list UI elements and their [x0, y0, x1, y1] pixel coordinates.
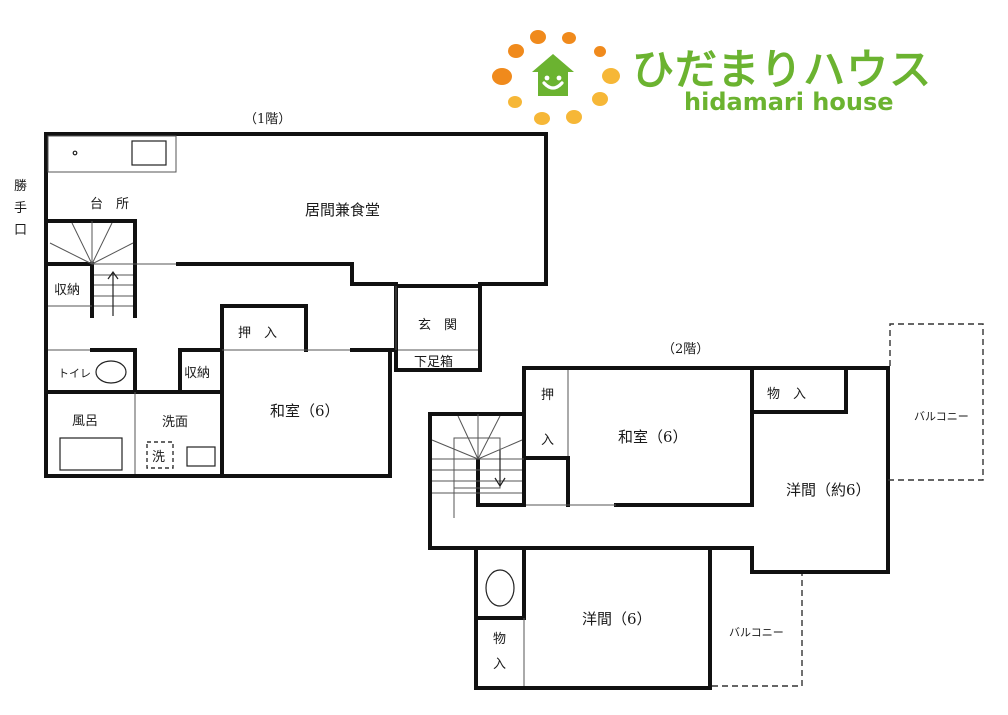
toilet-bowl-icon — [95, 360, 127, 384]
kitchen-counter — [47, 135, 177, 173]
closet-2f-label-bottom: 入 — [541, 433, 554, 448]
closet-2f-label-top: 押 — [541, 388, 554, 403]
japanese-room-2f-label: 和室（6） — [618, 428, 688, 446]
closet-wall — [522, 456, 570, 507]
logo-dot — [594, 46, 606, 57]
stair-line — [49, 242, 93, 265]
floor-1-outer-wall — [44, 132, 548, 478]
western-room-label: 洋間（6） — [582, 610, 652, 628]
bath-label: 風呂 — [72, 414, 98, 429]
balcony-right-outline — [888, 323, 984, 481]
washroom-label: 洗面 — [162, 415, 188, 430]
bathtub-icon — [59, 437, 123, 471]
side-entrance-label-1: 勝 — [14, 179, 27, 194]
stair-wall — [46, 219, 137, 318]
balcony-right-label: バルコニー — [914, 410, 969, 423]
stair-up-arrow — [107, 270, 119, 280]
washer-outline — [146, 441, 174, 469]
sink-icon — [131, 140, 167, 166]
logo-dot — [530, 30, 546, 44]
storage-bottom-label-bottom: 入 — [493, 657, 506, 672]
living-wall — [350, 262, 398, 352]
storage-mid-label: 収納 — [184, 366, 210, 381]
toilet-wall — [90, 348, 137, 394]
living-dining-label: 居間兼食堂 — [305, 201, 380, 219]
floor-1: （1階） 勝 手 口 台 所 居間兼食堂 収納 — [14, 112, 548, 478]
brand-logo: ひだまりハウス hidamari house — [486, 24, 976, 128]
closet-round-icon — [485, 569, 515, 607]
floor-2-outer-wall — [428, 366, 890, 690]
logo-name-jp: ひだまりハウス — [632, 45, 933, 94]
balcony-bottom-outline — [712, 574, 803, 687]
kitchen-label: 台 所 — [90, 197, 129, 212]
logo-dot — [508, 96, 522, 108]
stair-line — [71, 222, 93, 265]
balcony-bottom-label: バルコニー — [729, 626, 784, 639]
toilet-label: トイレ — [58, 367, 91, 380]
storage-left-label: 収納 — [54, 283, 80, 298]
stove-icon — [72, 150, 78, 156]
storage-bottom-label-top: 物 — [493, 632, 506, 647]
entrance-label: 玄 関 — [418, 318, 457, 333]
logo-dot — [492, 68, 512, 85]
logo-dot — [508, 44, 524, 58]
closet-label: 押 入 — [238, 326, 277, 341]
side-entrance-label-2: 手 — [14, 201, 27, 216]
wash-basin-icon — [186, 446, 216, 467]
western-room-large-label: 洋間（約6） — [786, 481, 871, 499]
logo-dot — [562, 32, 576, 44]
stair-line — [91, 242, 134, 265]
side-entrance-label-3: 口 — [14, 223, 27, 238]
logo-dot — [602, 68, 620, 84]
logo-dot — [534, 112, 550, 125]
closet-wall — [220, 304, 308, 478]
floor-1-title: （1階） — [244, 112, 291, 127]
floor-2-title: （2階） — [662, 342, 709, 357]
washer-label: 洗 — [152, 450, 165, 465]
storage-top-wall — [752, 368, 848, 414]
house-smile-icon — [532, 54, 574, 96]
japanese-room-1f-label: 和室（6） — [270, 402, 340, 420]
floor-2: （2階） 押 入 和室（6） 物 入 洋間（約6） — [428, 323, 984, 690]
stair-line — [91, 222, 113, 265]
storage-mid-wall — [178, 348, 224, 394]
logo-dot — [592, 92, 608, 106]
stair-wall — [476, 458, 526, 507]
stair-line — [431, 439, 479, 460]
storage-top-label: 物 入 — [767, 387, 806, 402]
logo-name-en: hidamari house — [684, 88, 894, 116]
shoe-box-label: 下足箱 — [414, 354, 453, 370]
stair-down-arrow — [494, 477, 506, 488]
logo-dot — [566, 110, 582, 124]
closet-bottom-wall — [474, 546, 526, 620]
